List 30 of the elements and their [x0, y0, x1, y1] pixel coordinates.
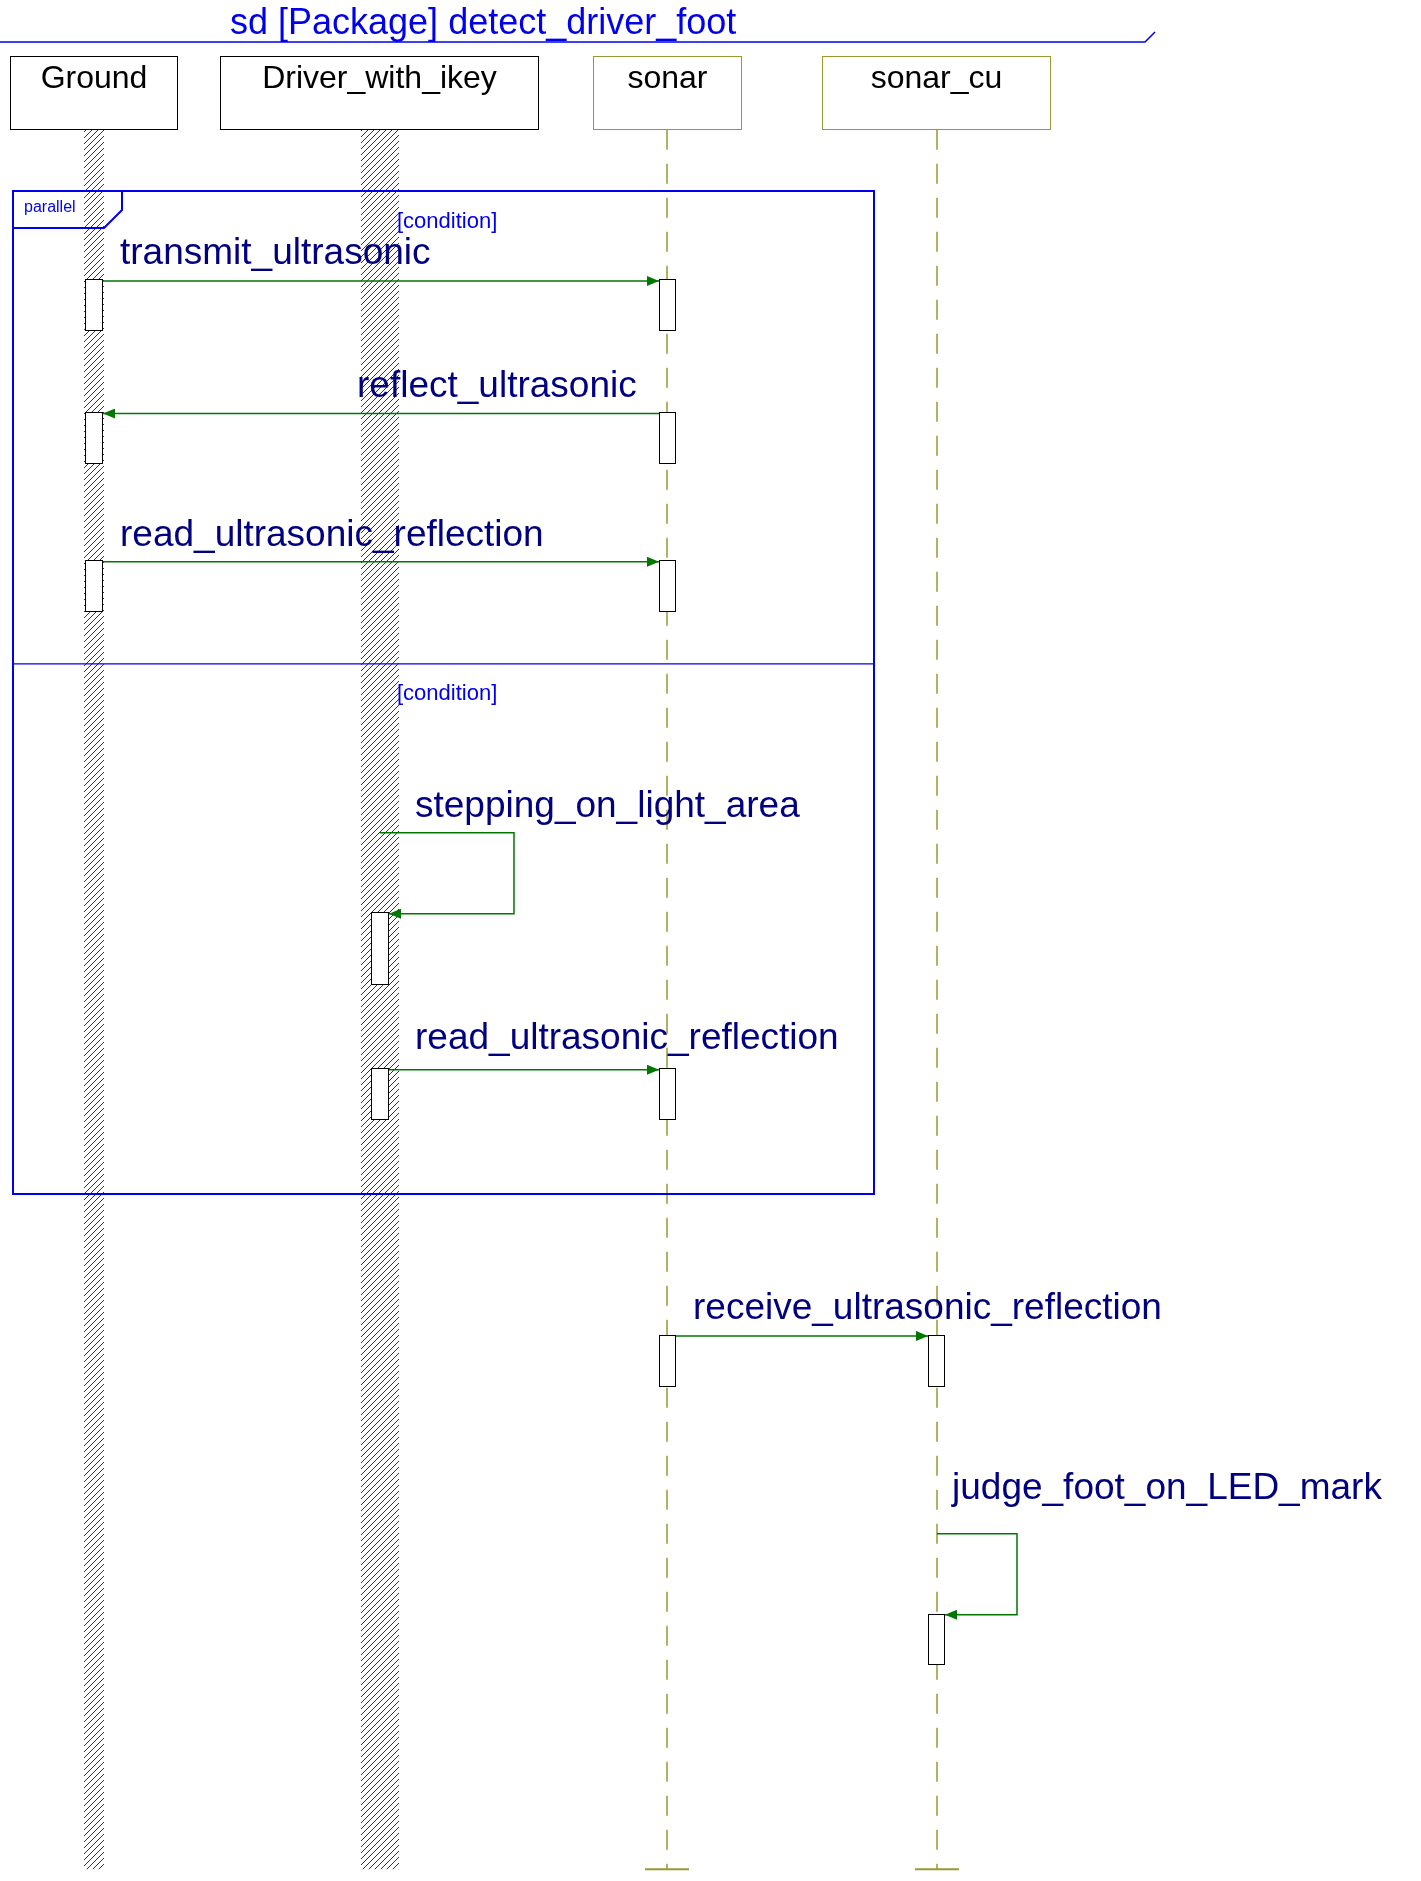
- message-arrow: [936, 1533, 1018, 1620]
- message-arrow: [102, 408, 660, 419]
- lifeline-name: Ground: [40, 58, 148, 95]
- activation-bar: [658, 412, 676, 464]
- lifeline-head: [822, 55, 1051, 130]
- message-arrow: [102, 556, 660, 567]
- activation-bar: [659, 1334, 676, 1387]
- lifeline-name: Driver_with_ikey: [262, 58, 497, 95]
- guard-condition: [condition]: [397, 679, 498, 706]
- lifeline-name: sonar: [627, 58, 708, 95]
- fragment-operator: parallel: [24, 198, 76, 217]
- lifeline-head: [593, 55, 742, 130]
- activation-bar: [928, 1613, 945, 1666]
- combined-fragment: [12, 190, 875, 1195]
- activation-bar: [658, 279, 676, 332]
- message-label: judge_foot_on_LED_mark: [952, 1468, 1382, 1506]
- message-label: stepping_on_light_area: [415, 785, 800, 823]
- guard-condition: [condition]: [397, 208, 498, 235]
- activation-bar: [928, 1334, 945, 1387]
- lifeline-head: [220, 55, 539, 130]
- message-arrow: [379, 832, 515, 919]
- message-label: read_ultrasonic_reflection: [415, 1017, 839, 1055]
- diagram-title: sd [Package] detect_driver_foot: [230, 0, 737, 44]
- message-arrow: [675, 1330, 929, 1341]
- activation-bar: [658, 1068, 676, 1120]
- message-arrow: [102, 275, 660, 286]
- message-label: receive_ultrasonic_reflection: [693, 1287, 1162, 1325]
- activation-bar: [658, 560, 676, 612]
- lifeline-name: sonar_cu: [870, 58, 1003, 95]
- lifeline-head: [10, 55, 178, 130]
